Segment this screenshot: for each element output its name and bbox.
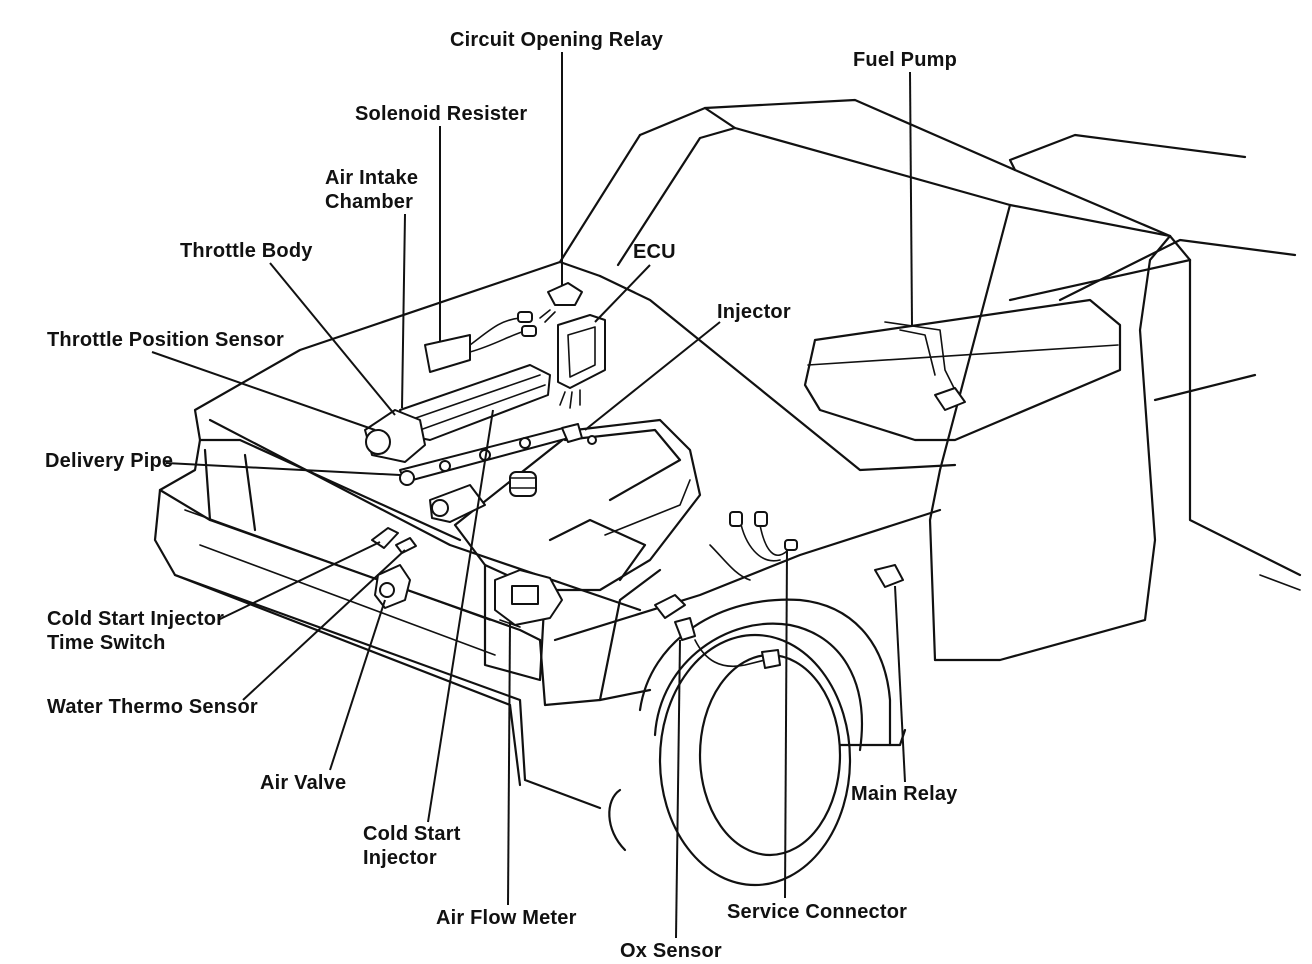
label-ox-sensor: Ox Sensor (620, 940, 722, 962)
label-delivery-pipe: Delivery Pipe (45, 450, 174, 472)
label-air-intake-chamber-line1: Air Intake (325, 167, 419, 189)
label-injector: Injector (717, 301, 791, 323)
fuel-pump-part (884, 321, 966, 411)
intake-hose (429, 484, 486, 523)
label-throttle-position-sensor: Throttle Position Sensor (47, 329, 285, 351)
air-flow-meter-part (494, 569, 563, 628)
label-ecu: ECU (633, 241, 676, 263)
label-air-valve: Air Valve (260, 772, 347, 794)
label-service-connector: Service Connector (727, 901, 908, 923)
main-relay-part (874, 564, 904, 588)
ox-sensor-part (654, 594, 781, 669)
label-water-thermo-sensor: Water Thermo Sensor (47, 696, 258, 718)
circuit-opening-relay (539, 282, 583, 323)
leader-lines (151, 52, 913, 939)
air-valve-part (374, 564, 411, 609)
ecu-unit (557, 314, 606, 409)
throttle-body (364, 409, 426, 463)
solenoid-resister (424, 311, 537, 373)
air-intake-chamber (399, 364, 551, 441)
delivery-pipe (399, 423, 597, 486)
temp-sensors (371, 527, 417, 554)
label-cold-start-injector-time-switch-line2: Time Switch (47, 632, 166, 654)
label-air-flow-meter: Air Flow Meter (436, 907, 577, 929)
label-fuel-pump: Fuel Pump (853, 49, 958, 71)
label-cold-start-injector-line1: Cold Start (363, 823, 461, 845)
truck-outline (153, 98, 1302, 887)
label-solenoid-resister: Solenoid Resister (355, 103, 528, 125)
label-cold-start-injector-line2: Injector (363, 847, 437, 869)
fuel-tank (803, 298, 1122, 442)
wiring-harness (709, 511, 798, 581)
label-throttle-body: Throttle Body (180, 240, 313, 262)
label-air-intake-chamber-line2: Chamber (325, 191, 414, 213)
label-main-relay: Main Relay (851, 783, 958, 805)
label-circuit-opening-relay: Circuit Opening Relay (450, 29, 664, 51)
label-cold-start-injector-time-switch-line1: Cold Start Injector (47, 608, 225, 630)
